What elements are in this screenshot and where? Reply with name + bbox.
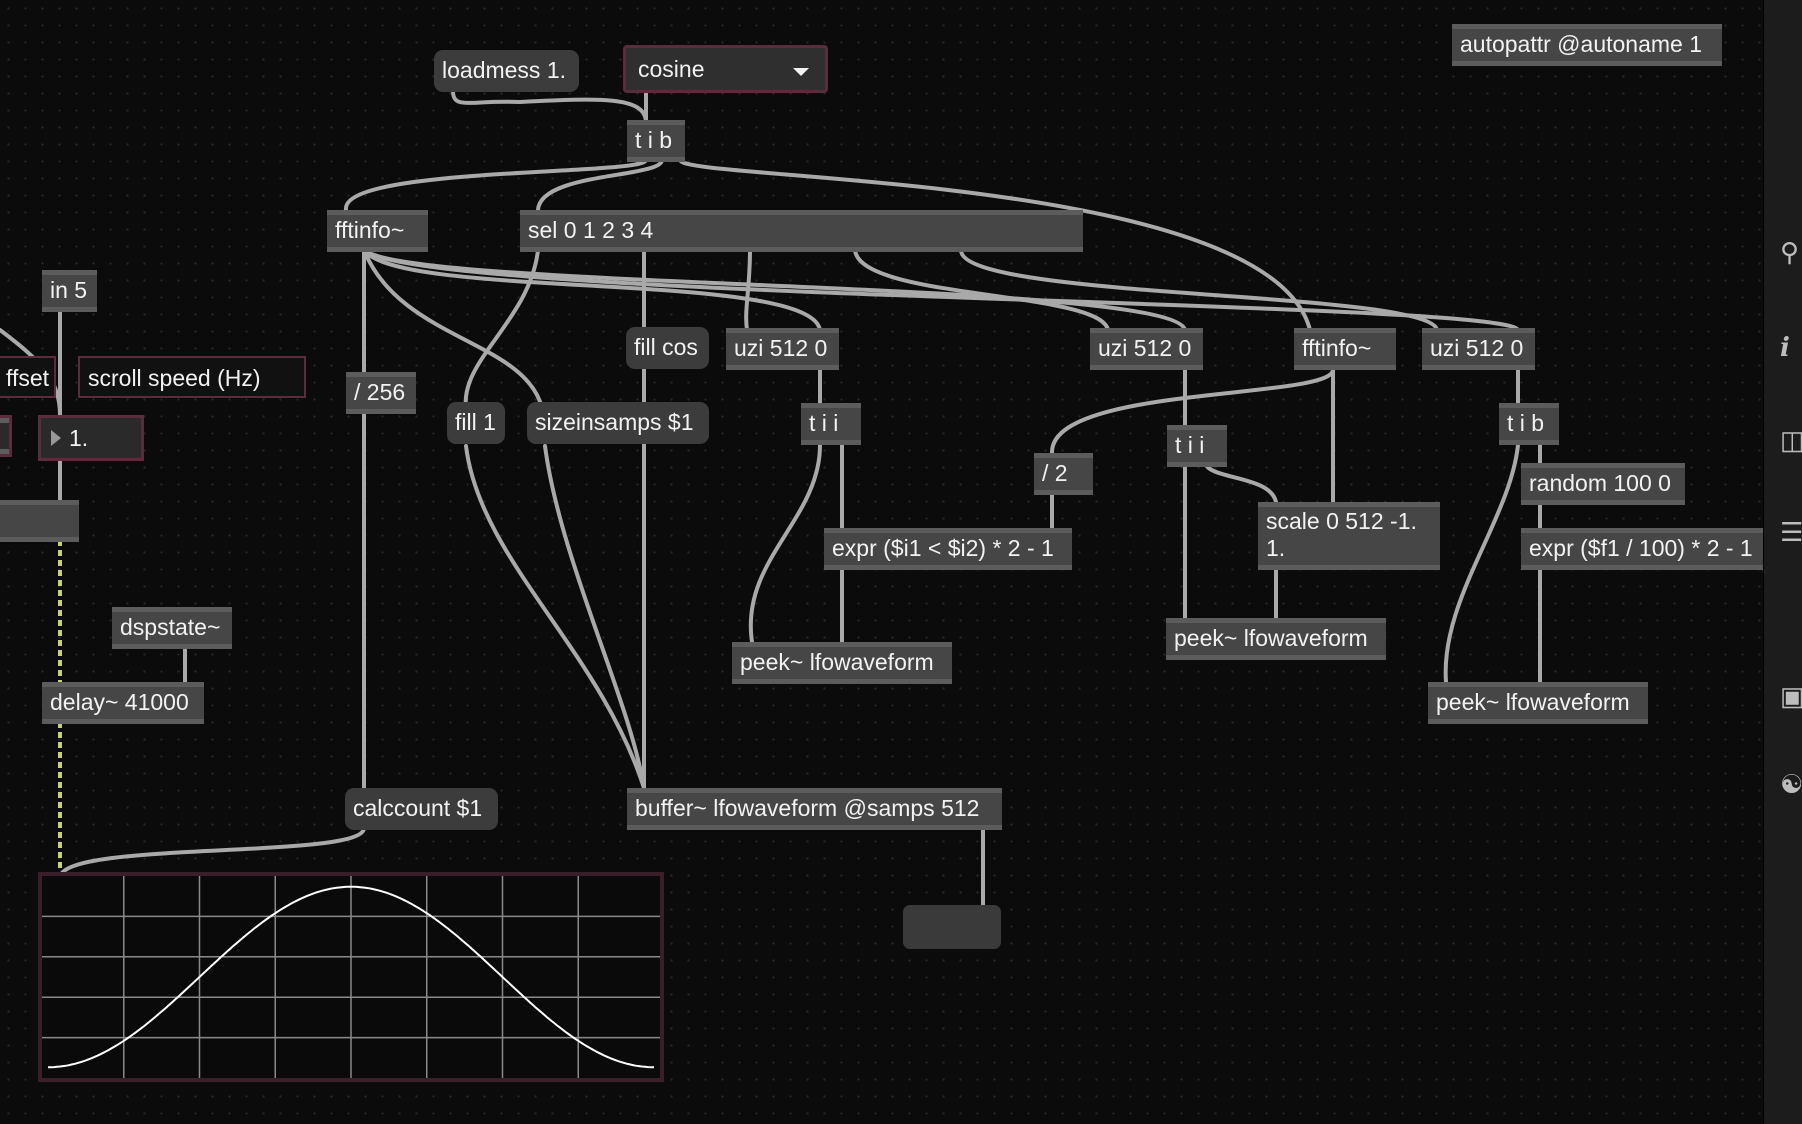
expr-square-object[interactable]: expr ($i1 < $i2) * 2 - 1 (824, 528, 1072, 570)
buffer-display[interactable] (903, 905, 1001, 949)
scale-line-2: 1. (1266, 535, 1286, 561)
waveform-menu[interactable]: cosine (623, 45, 828, 93)
trigger-tii-saw-object[interactable]: t i i (1167, 425, 1227, 467)
sizeinsamps-message[interactable]: sizeinsamps $1 (527, 402, 709, 444)
peek-saw-object[interactable]: peek~ lfowaveform (1166, 618, 1386, 660)
fftinfo-object[interactable]: fftinfo~ (327, 210, 428, 252)
camera-icon[interactable]: ▣ (1780, 682, 1802, 710)
scale-line-1: scale 0 512 -1. (1266, 508, 1417, 534)
mixer-icon[interactable]: ☯ (1780, 770, 1802, 798)
divide-256-object[interactable]: / 256 (346, 372, 416, 414)
fill1-message[interactable]: fill 1 (447, 402, 505, 444)
uzi-random-object[interactable]: uzi 512 0 (1422, 328, 1535, 370)
calccount-message[interactable]: calccount $1 (345, 788, 498, 830)
peek-square-object[interactable]: peek~ lfowaveform (732, 642, 952, 684)
chevron-down-icon (793, 68, 809, 76)
scroll-speed-value: 1. (69, 425, 89, 451)
fftinfo-object-2[interactable]: fftinfo~ (1294, 328, 1396, 370)
patch-cords (0, 89, 1542, 907)
scope-waveform-line (47, 885, 655, 1069)
buffer-object[interactable]: buffer~ lfowaveform @samps 512 (627, 788, 1002, 830)
fillcos-message[interactable]: fill cos (626, 327, 709, 369)
offset-number[interactable] (0, 415, 12, 457)
sel-object[interactable]: sel 0 1 2 3 4 (520, 210, 1083, 252)
search-icon[interactable]: ⚲ (1780, 238, 1800, 266)
trigger-tib-object[interactable]: t i b (627, 120, 685, 162)
number-triangle-icon (51, 430, 61, 446)
autopattr-object[interactable]: autopattr @autoname 1 (1452, 24, 1722, 66)
patcher-canvas[interactable]: loadmess 1. cosine t i b autopattr @auto… (0, 0, 1763, 1124)
dspstate-object[interactable]: dspstate~ (112, 607, 232, 649)
scroll-speed-number[interactable]: 1. (38, 415, 144, 461)
columns-icon[interactable]: ◫ (1780, 426, 1802, 454)
scroll-speed-comment: scroll speed (Hz) (78, 356, 306, 398)
trigger-tii-square-object[interactable]: t i i (801, 403, 861, 445)
divide-2-object[interactable]: / 2 (1034, 453, 1093, 495)
loadmess-object[interactable]: loadmess 1. (434, 50, 579, 92)
list-icon[interactable]: ☰ (1780, 518, 1802, 546)
info-icon[interactable]: i (1780, 334, 1790, 362)
waveform-menu-value: cosine (638, 56, 705, 82)
uzi-square-object[interactable]: uzi 512 0 (726, 328, 839, 370)
random-object[interactable]: random 100 0 (1521, 463, 1685, 505)
right-sidebar: ⚲ i ◫ ☰ ▣ ☯ (1763, 0, 1802, 1124)
signal-object-truncated[interactable] (0, 500, 79, 542)
waveform-scope[interactable] (38, 872, 664, 1082)
offset-comment: ffset (0, 356, 56, 398)
inlet-in5-object[interactable]: in 5 (42, 270, 97, 312)
expr-random-object[interactable]: expr ($f1 / 100) * 2 - 1 (1521, 528, 1763, 570)
scale-object[interactable]: scale 0 512 -1. 1. (1258, 502, 1440, 570)
scope-plot (42, 876, 660, 1078)
peek-random-object[interactable]: peek~ lfowaveform (1428, 682, 1648, 724)
trigger-tib-random-object[interactable]: t i b (1499, 403, 1559, 445)
delay-object[interactable]: delay~ 41000 (42, 682, 204, 724)
uzi-saw-object[interactable]: uzi 512 0 (1090, 328, 1203, 370)
